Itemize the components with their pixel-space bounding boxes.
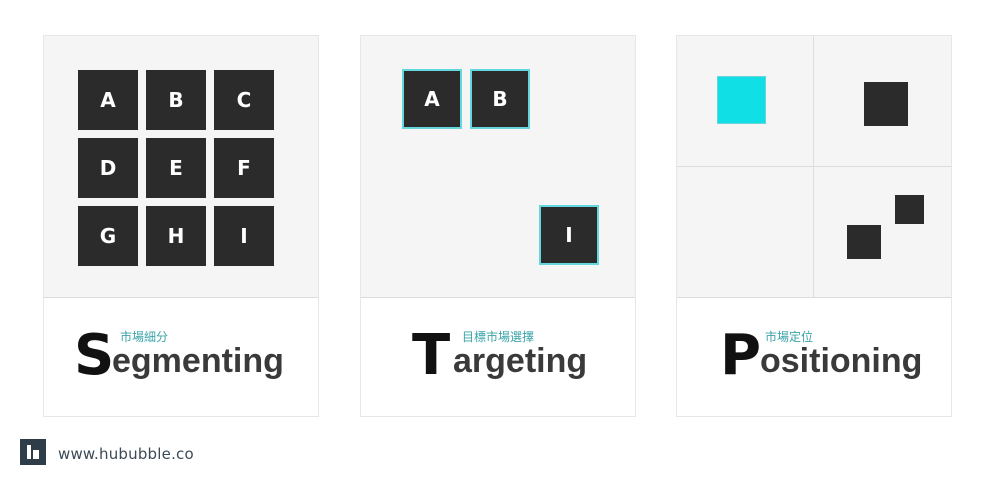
title-subtitle: 市場細分 [120, 330, 169, 344]
title-initial: S [74, 323, 115, 388]
targeting-title: T argeting 目標市場選擇 [361, 298, 635, 416]
horizontal-axis [677, 166, 951, 167]
title-rest: egmenting [112, 342, 284, 380]
segmenting-title: S egmenting 市場細分 [44, 298, 318, 416]
competitor-square [864, 82, 908, 126]
segment-tile: A [78, 70, 138, 130]
segment-tile: F [214, 138, 274, 198]
competitor-square [895, 195, 924, 224]
segment-tile: B [146, 70, 206, 130]
hububble-logo-icon [20, 439, 46, 465]
segment-tile: H [146, 206, 206, 266]
segmenting-grid-panel: A B C D E F G H I [44, 36, 318, 298]
target-tile: I [539, 205, 599, 265]
title-subtitle: 目標市場選擇 [462, 330, 535, 344]
segment-tile: E [146, 138, 206, 198]
segment-tile: G [78, 206, 138, 266]
title-rest: ositioning [760, 342, 923, 380]
segment-tile: D [78, 138, 138, 198]
segment-tile: I [214, 206, 274, 266]
competitor-square [847, 225, 881, 259]
title-rest: argeting [453, 342, 588, 380]
target-tile: B [470, 69, 530, 129]
segment-tile: C [214, 70, 274, 130]
footer-url[interactable]: www.hububble.co [58, 445, 194, 463]
positioning-card: P ositioning 市場定位 [676, 35, 952, 417]
title-initial: T [412, 323, 451, 388]
title-initial: P [720, 323, 762, 388]
segmenting-card: A B C D E F G H I S egmenting 市場細分 [43, 35, 319, 417]
targeting-card: A B I T argeting 目標市場選擇 [360, 35, 636, 417]
positioned-highlight-square [717, 76, 766, 124]
title-subtitle: 市場定位 [765, 330, 814, 344]
targeting-panel: A B I [361, 36, 635, 298]
positioning-title: P ositioning 市場定位 [677, 298, 951, 416]
positioning-map-panel [677, 36, 951, 298]
target-tile: A [402, 69, 462, 129]
